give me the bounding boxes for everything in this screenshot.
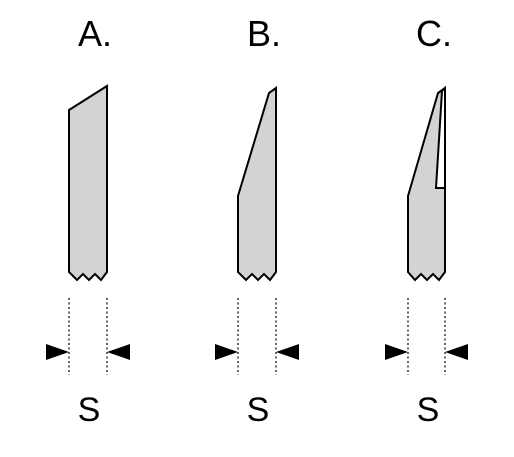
- panel-a-arrow-left: [46, 344, 69, 360]
- panel-a-arrow-right: [107, 344, 130, 360]
- panel-a-dimension-label: S: [78, 391, 101, 429]
- panel-a-label: A.: [78, 13, 112, 54]
- panel-b-arrow-right: [276, 344, 299, 360]
- panel-a: A. S: [46, 13, 130, 429]
- panel-b-label: B.: [247, 13, 281, 54]
- panel-a-blade: [68, 84, 108, 282]
- panel-b: B. S: [215, 13, 299, 429]
- panel-c-label: C.: [416, 13, 452, 54]
- panel-b-dimension-label: S: [247, 391, 270, 429]
- panel-c-arrow-right: [445, 344, 468, 360]
- panel-c-arrow-left: [385, 344, 408, 360]
- panel-c-dimension-label: S: [417, 391, 440, 429]
- panel-b-blade: [237, 86, 277, 282]
- panel-b-arrow-left: [215, 344, 238, 360]
- panel-c-notch: [434, 85, 446, 189]
- panel-c: C. S: [385, 13, 468, 429]
